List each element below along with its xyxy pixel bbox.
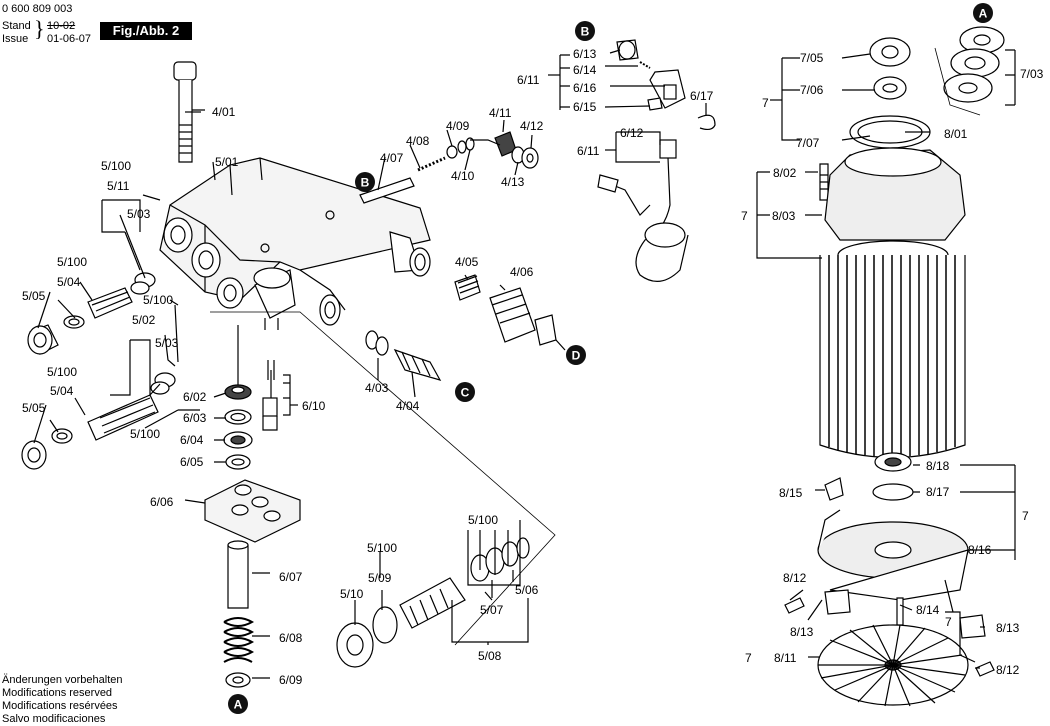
part-labels: 4/01 5/01 5/100 5/11 5/03 5/100 5/04 5/05 5/100 5… bbox=[22, 47, 1044, 687]
part-label: 7/05 bbox=[800, 51, 824, 65]
note-fr: Modifications resérvées bbox=[2, 700, 118, 712]
part-label: 6/09 bbox=[279, 673, 303, 687]
marker-group bbox=[228, 3, 993, 714]
part-label: 6/14 bbox=[573, 63, 597, 77]
part-label: 5/05 bbox=[22, 289, 46, 303]
part-label: 4/03 bbox=[365, 381, 389, 395]
stand-value: 10-02 bbox=[47, 20, 76, 32]
notes-block: Änderungen vorbehalten Modifications res… bbox=[2, 674, 122, 726]
marker-labels: A A B B C D bbox=[234, 7, 988, 712]
marker-a: A bbox=[979, 7, 988, 21]
part-label: 5/100 bbox=[57, 255, 87, 269]
part-label: 8/15 bbox=[779, 486, 803, 500]
part-label: 4/06 bbox=[510, 265, 534, 279]
part-label: 5/05 bbox=[22, 401, 46, 415]
part-label: 7 bbox=[945, 615, 952, 629]
part-label: 6/05 bbox=[180, 455, 204, 469]
marker-b: B bbox=[361, 176, 370, 190]
part-label: 4/11 bbox=[489, 106, 512, 120]
header-brace: } bbox=[34, 16, 45, 41]
part-label: 6/02 bbox=[183, 390, 207, 404]
part-label: 5/100 bbox=[468, 513, 498, 527]
part-label: 5/08 bbox=[478, 649, 502, 663]
part-label: 6/11 bbox=[517, 73, 540, 87]
part-label: 4/13 bbox=[501, 175, 525, 189]
figure-badge: Fig./Abb. 2 bbox=[100, 22, 192, 40]
part-label: 5/11 bbox=[107, 179, 130, 193]
note-en: Modifications reserved bbox=[2, 687, 113, 699]
part-label: 4/04 bbox=[396, 399, 420, 413]
marker-a: A bbox=[234, 698, 243, 712]
part-label: 8/12 bbox=[996, 663, 1020, 677]
part-label: 6/15 bbox=[573, 100, 597, 114]
part-label: 6/13 bbox=[573, 47, 597, 61]
part-label: 8/17 bbox=[926, 485, 950, 499]
part-label: 4/05 bbox=[455, 255, 479, 269]
part-label: 8/12 bbox=[783, 571, 807, 585]
doc-number: 0 600 809 003 bbox=[2, 3, 73, 15]
part-label: 5/03 bbox=[155, 336, 179, 350]
part-label: 5/09 bbox=[368, 571, 392, 585]
part-label: 5/100 bbox=[47, 365, 77, 379]
part-label: 7 bbox=[745, 651, 752, 665]
part-label: 5/100 bbox=[367, 541, 397, 555]
part-label: 8/18 bbox=[926, 459, 950, 473]
part-label: 4/10 bbox=[451, 169, 475, 183]
part-label: 8/16 bbox=[968, 543, 992, 557]
part-label: 4/09 bbox=[446, 119, 470, 133]
part-label: 4/12 bbox=[520, 119, 544, 133]
part-label: 7 bbox=[1022, 509, 1029, 523]
diagram-linework bbox=[21, 26, 1016, 707]
part-label: 5/10 bbox=[340, 587, 364, 601]
part-label: 5/04 bbox=[50, 384, 74, 398]
part-label: 5/07 bbox=[480, 603, 504, 617]
part-label: 6/07 bbox=[279, 570, 303, 584]
part-label: 6/12 bbox=[620, 126, 644, 140]
part-label: 5/06 bbox=[515, 583, 539, 597]
part-label: 8/13 bbox=[996, 621, 1020, 635]
part-label: 8/14 bbox=[916, 603, 940, 617]
marker-b: B bbox=[581, 25, 590, 39]
part-label: 6/11 bbox=[577, 144, 600, 158]
part-label: 8/11 bbox=[774, 651, 797, 665]
part-label: 6/10 bbox=[302, 399, 326, 413]
part-label: 7/03 bbox=[1020, 67, 1044, 81]
part-label: 7/07 bbox=[796, 136, 820, 150]
issue-label: Issue bbox=[2, 33, 29, 45]
part-label: 7 bbox=[741, 209, 748, 223]
part-label: 8/02 bbox=[773, 166, 797, 180]
marker-c: C bbox=[461, 386, 470, 400]
part-label: 4/01 bbox=[212, 105, 236, 119]
part-label: 4/07 bbox=[380, 151, 404, 165]
part-label: 6/17 bbox=[690, 89, 714, 103]
stand-label: Stand bbox=[2, 20, 31, 32]
note-es: Salvo modificaciones bbox=[2, 713, 106, 725]
part-label: 8/03 bbox=[772, 209, 796, 223]
part-label: 5/03 bbox=[127, 207, 151, 221]
part-label: 6/03 bbox=[183, 411, 207, 425]
issue-value: 01-06-07 bbox=[47, 33, 92, 45]
part-label: 6/08 bbox=[279, 631, 303, 645]
part-label: 5/02 bbox=[132, 313, 156, 327]
part-label: 5/100 bbox=[143, 293, 173, 307]
part-label: 6/16 bbox=[573, 81, 597, 95]
part-label: 5/01 bbox=[215, 155, 239, 169]
marker-d: D bbox=[572, 349, 581, 363]
part-label: 6/04 bbox=[180, 433, 204, 447]
part-label: 8/13 bbox=[790, 625, 814, 639]
part-label: 4/08 bbox=[406, 134, 430, 148]
part-label: 6/06 bbox=[150, 495, 174, 509]
note-de: Änderungen vorbehalten bbox=[2, 674, 123, 686]
part-label: 5/100 bbox=[101, 159, 131, 173]
part-label: 8/01 bbox=[944, 127, 968, 141]
part-label: 7/06 bbox=[800, 83, 824, 97]
part-label: 5/100 bbox=[130, 427, 160, 441]
part-label: 5/04 bbox=[57, 275, 81, 289]
part-label: 7 bbox=[762, 96, 769, 110]
